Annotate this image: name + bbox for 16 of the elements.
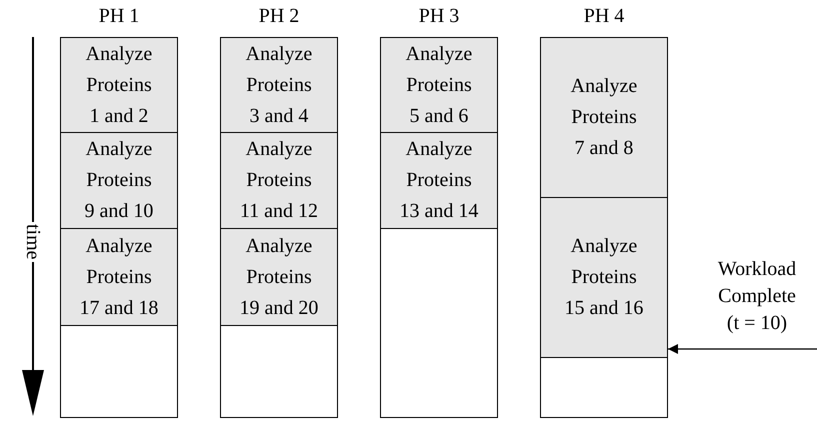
task-block: Analyze Proteins 13 and 14 (380, 132, 498, 229)
task-block: Analyze Proteins 3 and 4 (220, 37, 338, 133)
task-block: Analyze Proteins 1 and 2 (60, 37, 178, 133)
status-text: Workload Complete (t = 10) (712, 256, 802, 337)
arrow (668, 344, 817, 354)
column-heading: PH 2 (258, 4, 300, 28)
column-heading: PH 4 (582, 4, 626, 28)
task-block: Analyze Proteins 7 and 8 (540, 37, 668, 198)
column-heading: PH 1 (98, 4, 140, 28)
task-block: Analyze Proteins 9 and 10 (60, 132, 178, 229)
task-block: Analyze Proteins 15 and 16 (540, 197, 668, 358)
task-block: Analyze Proteins 5 and 6 (380, 37, 498, 133)
task-block: Analyze Proteins 17 and 18 (60, 228, 178, 326)
task-block: Analyze Proteins 11 and 12 (220, 132, 338, 229)
task-block: Analyze Proteins 19 and 20 (220, 228, 338, 326)
column-heading: PH 3 (418, 4, 460, 28)
